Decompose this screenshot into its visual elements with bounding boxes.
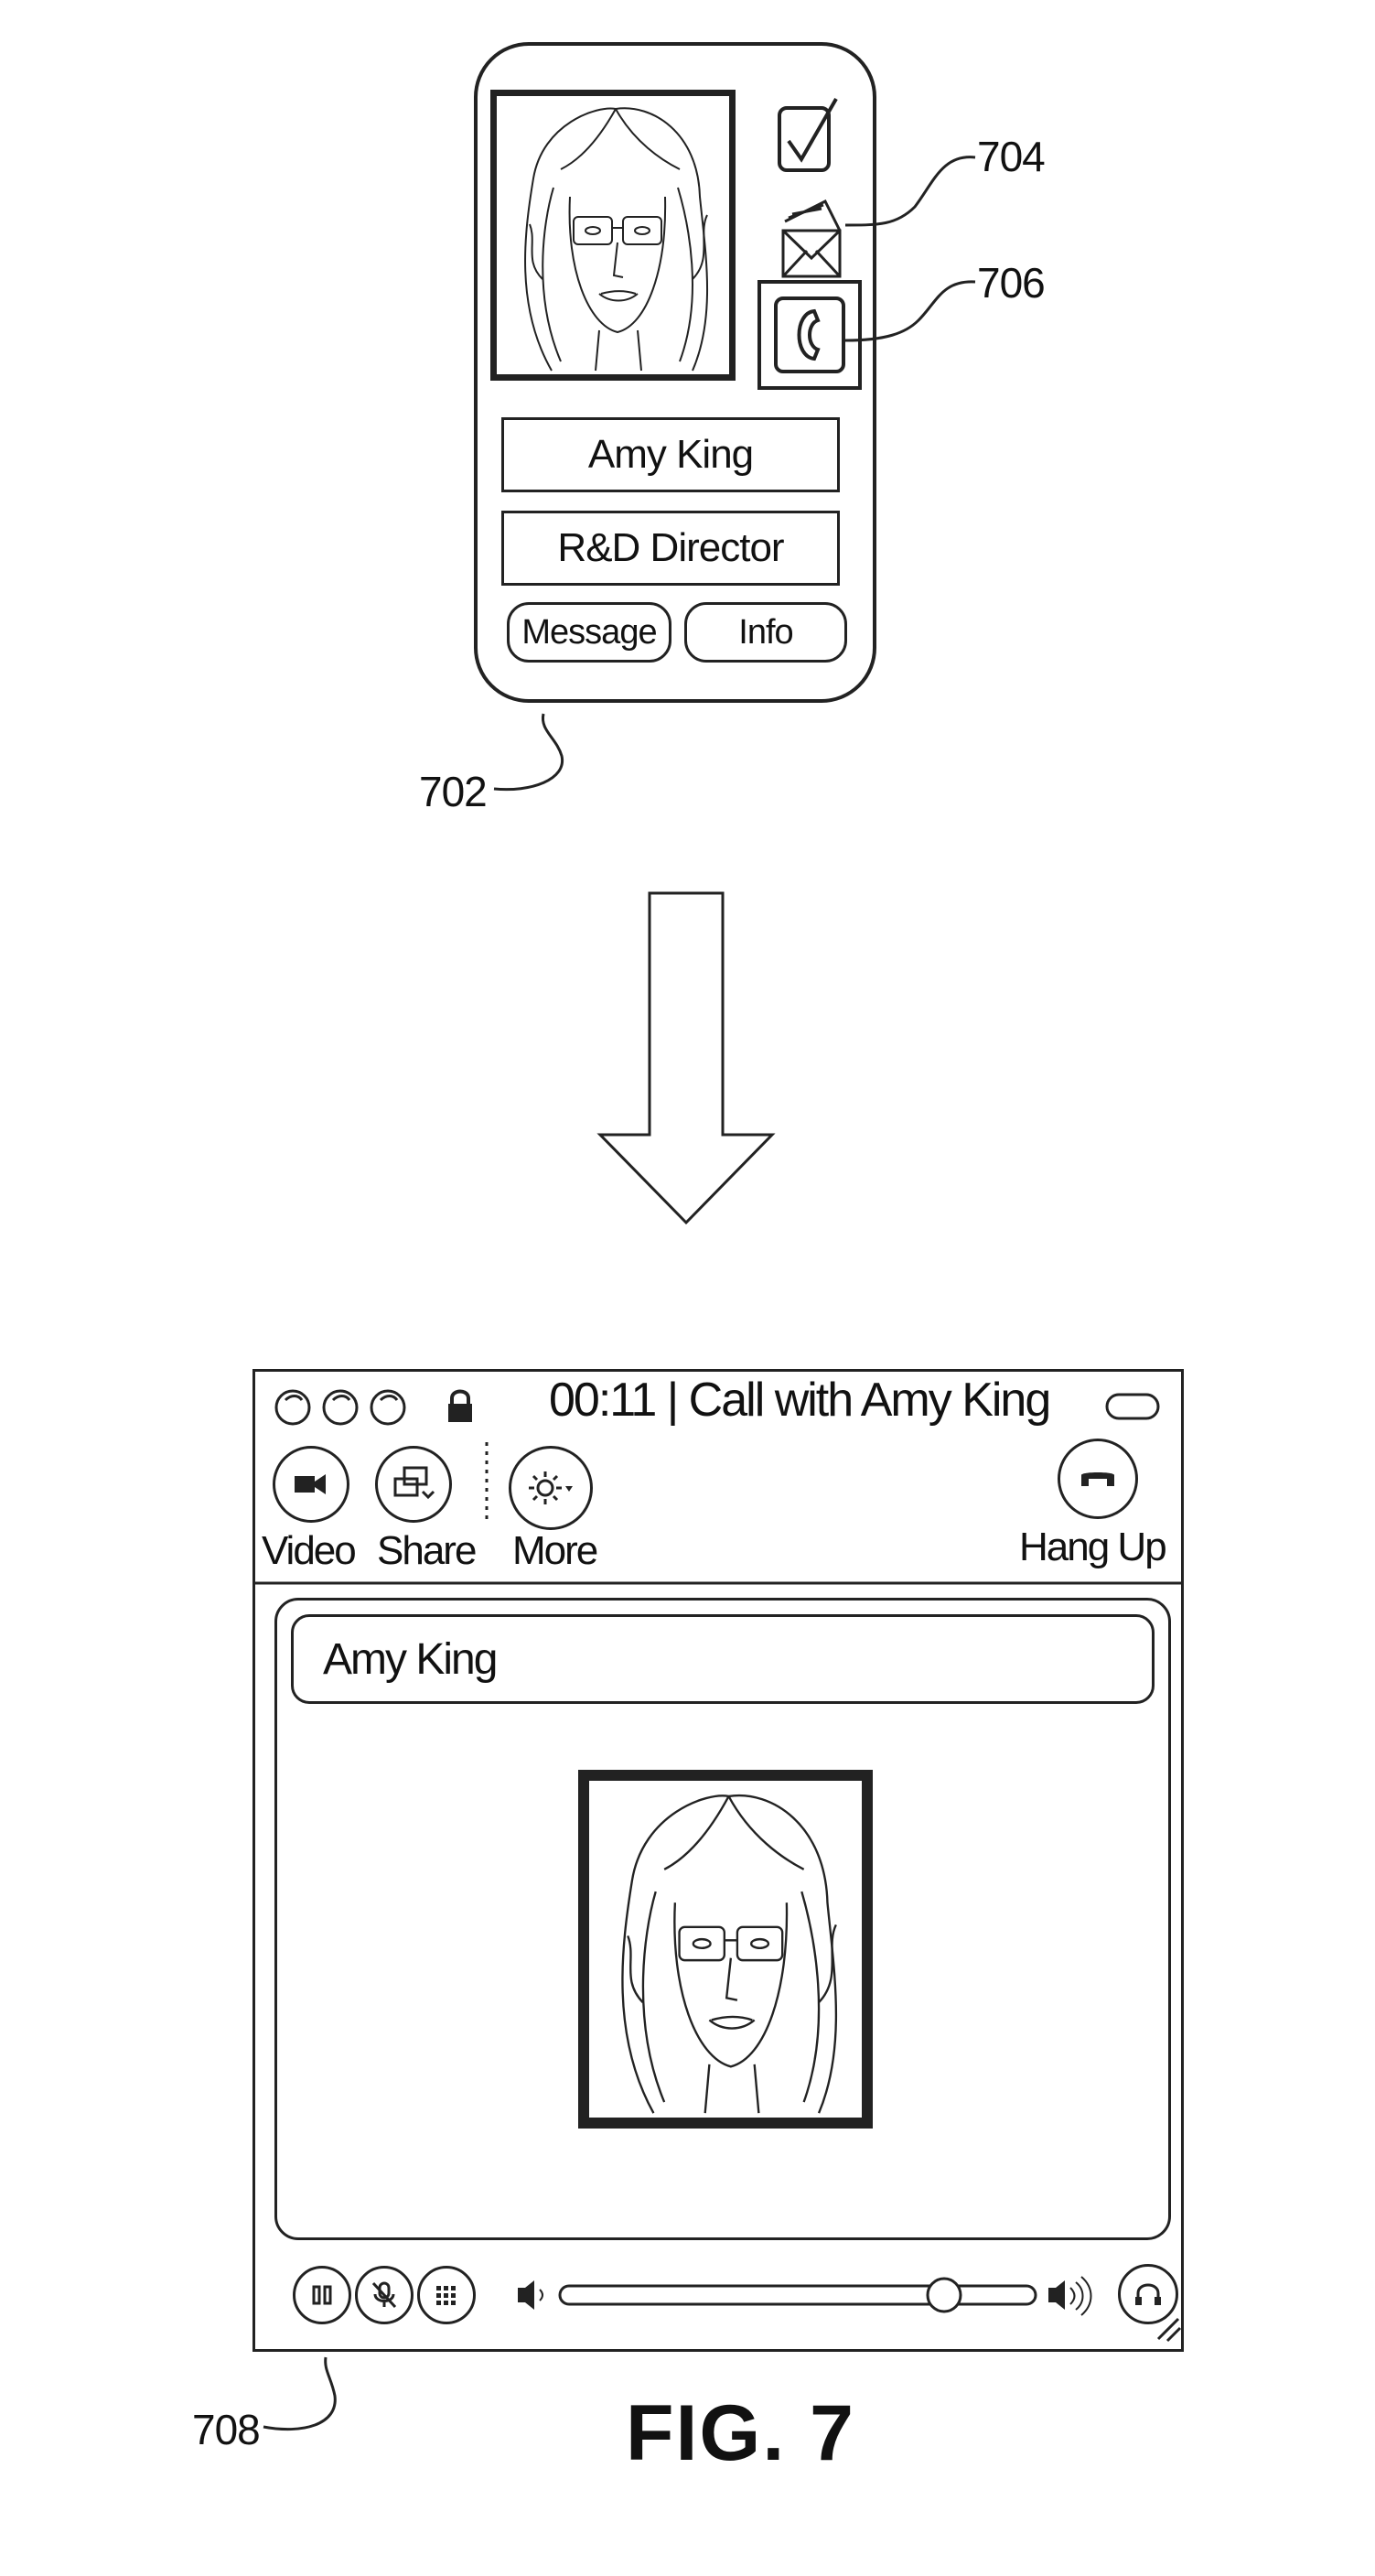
- volume-slider-thumb: [928, 2279, 961, 2312]
- headset-icon: [1133, 2280, 1164, 2308]
- figure-label: FIG. 7: [626, 2388, 855, 2479]
- volume-slider-track: [560, 2286, 1036, 2304]
- speaker-low-icon: [518, 2280, 542, 2310]
- headset-button[interactable]: [1118, 2264, 1178, 2324]
- speaker-high-icon: [1048, 2277, 1091, 2315]
- reference-numeral-708: 708: [192, 2405, 260, 2454]
